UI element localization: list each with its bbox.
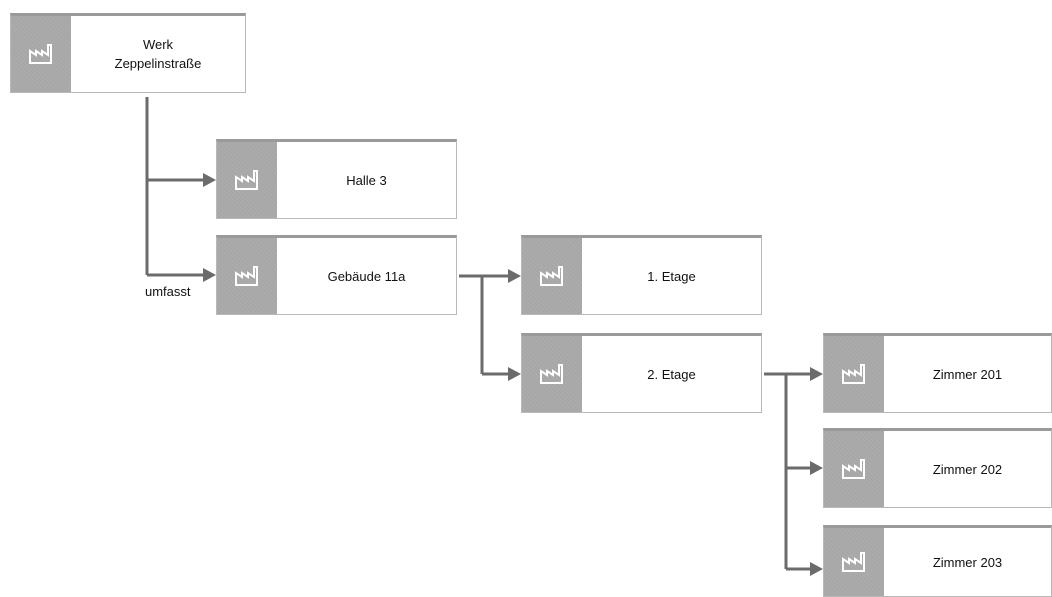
node-label: 2. Etage (647, 366, 696, 382)
arrowhead (203, 268, 216, 282)
edge-label-umfasst: umfasst (145, 284, 191, 299)
node-label: Zimmer 202 (932, 461, 1003, 477)
node-gebaeude-11a[interactable]: Gebäude 11a (216, 235, 457, 315)
arrowhead (810, 562, 823, 576)
factory-icon (522, 336, 582, 412)
node-halle-3[interactable]: Halle 3 (216, 139, 457, 219)
node-label: Gebäude 11a (327, 268, 406, 284)
node-etage-2[interactable]: 2. Etage (521, 333, 762, 413)
node-zimmer-201[interactable]: Zimmer 201 (823, 333, 1052, 413)
factory-icon (217, 142, 277, 218)
node-etage-1[interactable]: 1. Etage (521, 235, 762, 315)
node-label: Werk Zeppelinstraße (114, 37, 202, 71)
node-werk-zeppelinstrasse[interactable]: Werk Zeppelinstraße (10, 13, 246, 93)
factory-icon (217, 238, 277, 314)
node-label: Halle 3 (346, 172, 387, 188)
arrowhead (508, 367, 521, 381)
factory-icon (824, 431, 884, 507)
node-label: 1. Etage (647, 268, 696, 284)
arrowhead (203, 173, 216, 187)
arrowhead (810, 461, 823, 475)
node-label: Zimmer 203 (932, 554, 1003, 570)
factory-icon (522, 238, 582, 314)
node-zimmer-203[interactable]: Zimmer 203 (823, 525, 1052, 597)
arrowhead (508, 269, 521, 283)
node-zimmer-202[interactable]: Zimmer 202 (823, 428, 1052, 508)
factory-icon (11, 16, 71, 92)
factory-icon (824, 528, 884, 596)
node-label: Zimmer 201 (932, 366, 1003, 382)
factory-icon (824, 336, 884, 412)
arrowhead (810, 367, 823, 381)
